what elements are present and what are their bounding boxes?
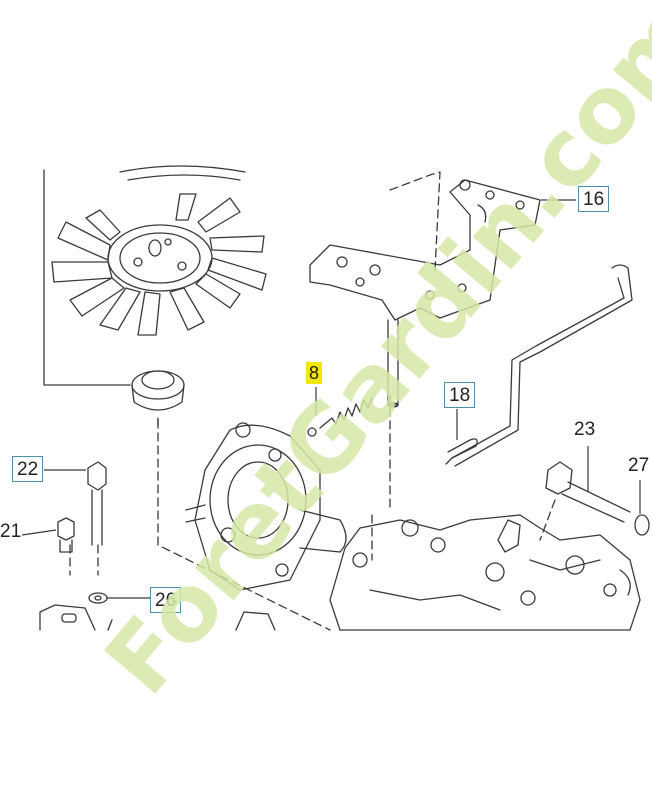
- washer-26-part: [88, 592, 151, 604]
- spring-part: [307, 397, 373, 437]
- fan-hub-part: [131, 370, 185, 426]
- bracket-plate-part: [309, 179, 541, 321]
- pulley-part: [119, 165, 246, 181]
- part-label-21: 21: [0, 521, 22, 542]
- axle-bracket-part: [39, 604, 276, 631]
- hairpin-clip-part: [445, 438, 478, 465]
- part-label-23: 23: [574, 419, 596, 440]
- part-label-26: 26: [150, 587, 182, 613]
- wheel-hub-part: [185, 422, 347, 591]
- bolt-23-part: [545, 461, 631, 523]
- cooling-fan-part: [51, 193, 267, 336]
- linkage-rod-part: [451, 264, 633, 467]
- part-label-8-highlighted: 8: [306, 362, 323, 384]
- part-label-27: 27: [628, 455, 650, 476]
- washer-27-part: [634, 514, 650, 536]
- assembly-guide-lines: [69, 171, 556, 631]
- fan-assembly-bracket: [43, 169, 131, 386]
- part-label-18: 18: [444, 382, 476, 408]
- bolt-22-part: [87, 461, 107, 546]
- pin-rod-part: [387, 319, 399, 408]
- part-label-16: 16: [578, 186, 610, 212]
- transmission-housing-part: [329, 514, 641, 631]
- part-label-22: 22: [12, 456, 44, 482]
- bolt-21-part: [57, 517, 75, 553]
